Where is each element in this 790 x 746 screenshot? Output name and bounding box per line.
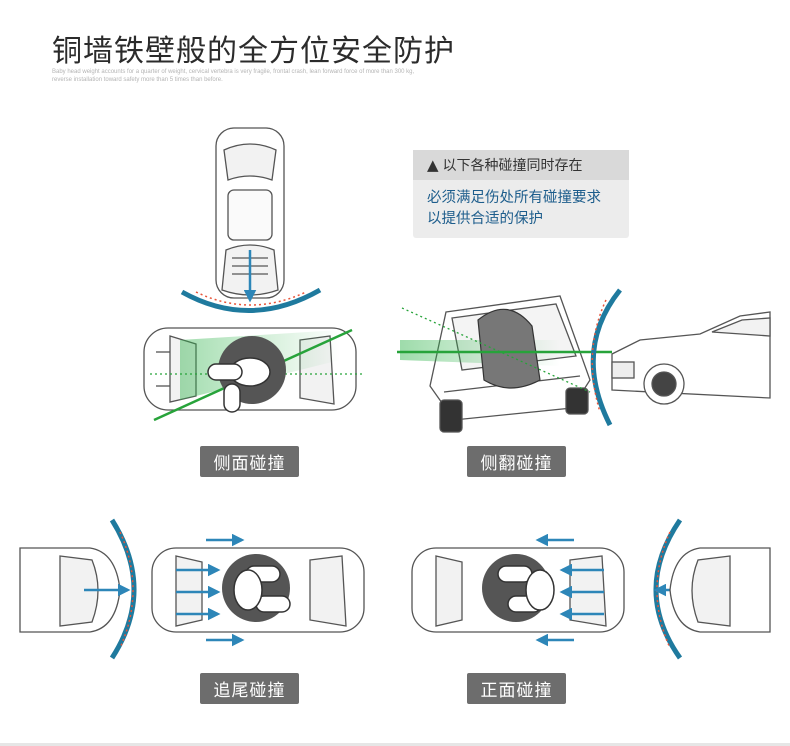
page-subtitle: Baby head weight accounts for a quarter … <box>52 69 415 83</box>
warning-triangle-icon: ▲ <box>427 156 439 174</box>
oncoming-car-side <box>611 311 771 405</box>
front-force-arrows <box>535 533 604 647</box>
notice-header: ▲ 以下各种碰撞同时存在 <box>413 150 629 180</box>
notice-heading: 以下各种碰撞同时存在 <box>442 158 583 174</box>
side-impact-scene <box>143 127 362 422</box>
child-seat-side <box>207 336 286 413</box>
bottom-divider <box>0 743 790 746</box>
rear-impact-arc <box>109 518 137 660</box>
rear-impact-scene <box>19 518 365 660</box>
rear-impact-label: 追尾碰撞 <box>200 673 299 704</box>
rollover-impact-dots <box>591 299 607 413</box>
rollover-impact-label: 侧翻碰撞 <box>467 446 566 477</box>
rollover-impact-arc <box>590 288 622 427</box>
rear-force-arrows <box>176 533 245 647</box>
rear-impact-dots <box>119 531 134 649</box>
rollover-diagonal-line <box>401 307 591 393</box>
front-impact-label: 正面碰撞 <box>467 673 566 704</box>
child-seat-rear <box>222 554 291 622</box>
side-impact-label: 侧面碰撞 <box>200 446 299 477</box>
child-seat-front <box>482 554 555 622</box>
notice-line-2: 以提供合适的保护 <box>427 211 543 227</box>
side-impact-arc <box>180 287 322 313</box>
front-impact-dots <box>656 531 671 649</box>
rollover-scene <box>397 288 771 433</box>
notice-line-1: 必须满足伤处所有碰撞要求 <box>427 190 601 206</box>
rear-striking-car <box>19 547 121 633</box>
front-impact-scene <box>411 518 771 660</box>
side-impact-dots <box>195 291 307 306</box>
page-title: 铜墙铁壁般的全方位安全防护 <box>52 34 455 69</box>
notice-body: 必须满足伤处所有碰撞要求 以提供合适的保护 <box>413 180 629 230</box>
front-oncoming-car <box>669 547 771 633</box>
notice-box: ▲ 以下各种碰撞同时存在 必须满足伤处所有碰撞要求 以提供合适的保护 <box>413 150 629 238</box>
